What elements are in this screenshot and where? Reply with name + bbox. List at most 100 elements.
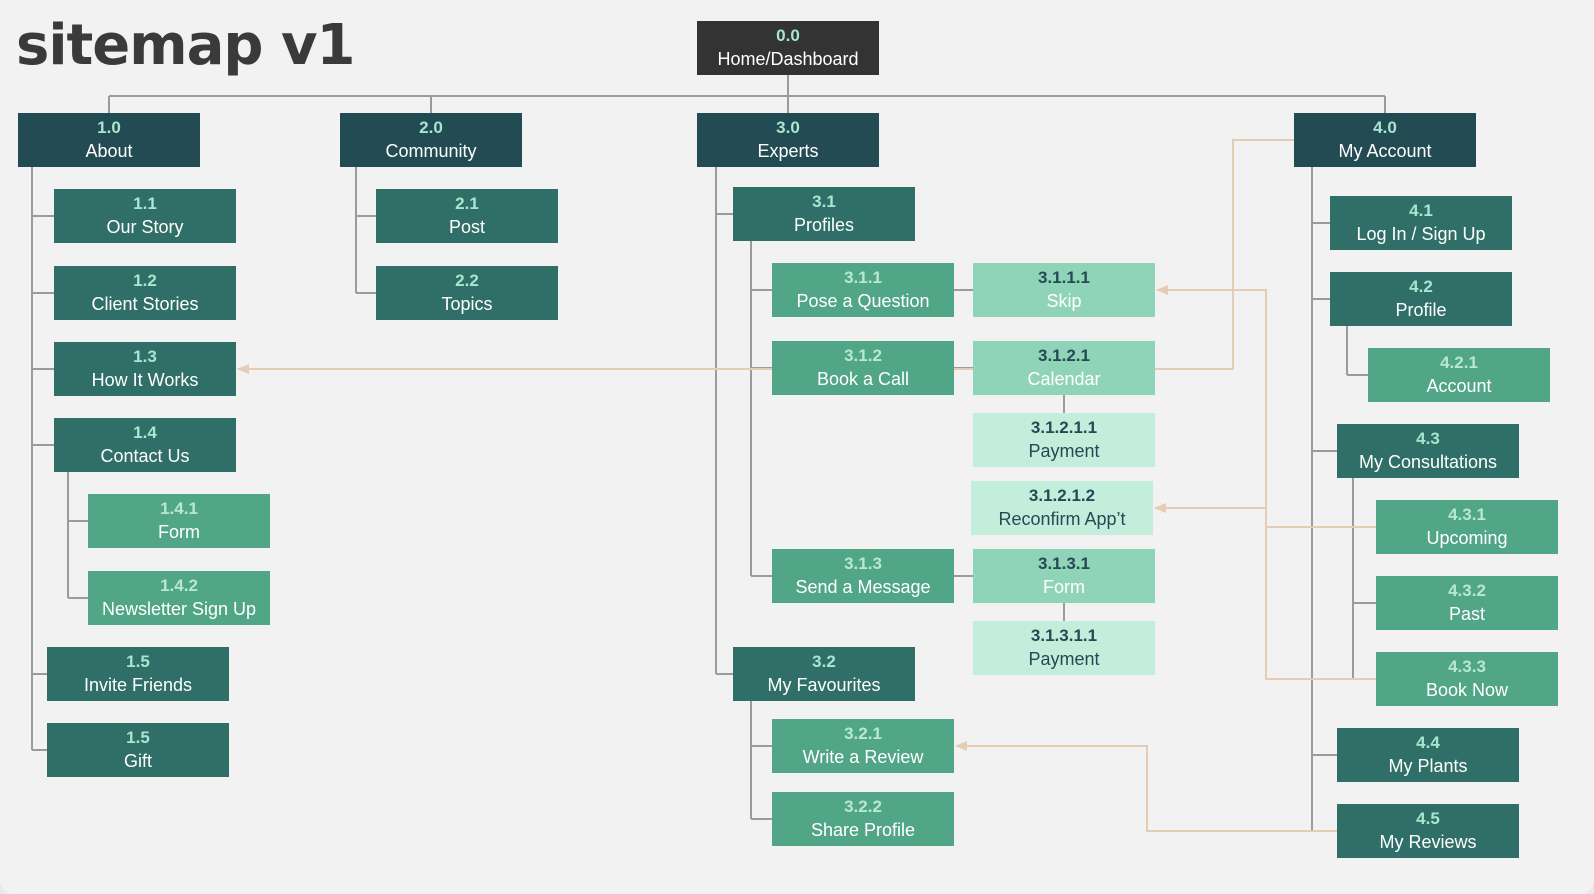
node-label: Log In / Sign Up [1356,224,1486,244]
node-label: Profile [1395,300,1447,320]
node-label: How It Works [91,370,199,390]
node-label: My Favourites [767,675,881,695]
node-number: 1.5 [126,652,150,671]
node-label: Account [1426,376,1492,396]
node-number: 3.2 [812,652,836,671]
node-label: Pose a Question [796,291,930,311]
node-number: 1.3 [133,347,157,366]
node-4-3: 4.3 My Consultations [1337,424,1519,478]
node-number: 3.1 [812,192,836,211]
node-number: 4.1 [1409,201,1433,220]
node-label: Form [1043,577,1085,597]
node-label: Home/Dashboard [717,49,859,69]
node-number: 0.0 [776,26,800,45]
node-label: About [85,141,133,161]
node-number: 3.1.2.1.1 [1030,418,1098,437]
node-number: 4.2 [1409,277,1433,296]
node-label: Contact Us [100,446,190,466]
cross-link-4-3-3-to-3-1-2-1-2 [1154,503,1376,680]
node-number: 4.2.1 [1440,353,1478,372]
node-number: 3.1.3.1.1 [1030,626,1098,645]
node-label: Upcoming [1426,528,1508,548]
node-number: 1.5 [126,728,150,747]
node-label: Book Now [1425,680,1509,700]
node-label: Form [158,522,200,542]
node-number: 3.1.1.1 [1038,268,1090,287]
node-label: Write a Review [802,747,924,767]
node-label: Client Stories [91,294,199,314]
node-label: Share Profile [810,820,916,840]
node-number: 4.3.2 [1448,581,1486,600]
node-3-2: 3.2 My Favourites [733,647,915,701]
node-number: 1.4 [133,423,157,442]
node-label: My Plants [1388,756,1468,776]
node-label: Payment [1028,441,1100,461]
node-number: 4.3.3 [1448,657,1486,676]
node-label: Calendar [1027,369,1101,389]
node-label: Newsletter Sign Up [101,599,257,619]
node-label: Experts [757,141,819,161]
node-label: Reconfirm App’t [998,509,1126,529]
node-number: 2.0 [419,118,443,137]
node-label: Profiles [793,215,855,235]
node-number: 3.1.2 [844,346,882,365]
node-label: Our Story [106,217,184,237]
node-number: 2.2 [455,271,479,290]
node-number: 3.2.1 [844,724,882,743]
node-number: 3.1.2.1.2 [1028,486,1096,505]
tree-lines [31,75,1386,832]
node-label: Send a Message [795,577,931,597]
node-number: 1.4.2 [160,576,198,595]
node-label: Gift [123,751,152,771]
node-label: Post [448,217,486,237]
node-number: 4.0 [1373,118,1397,137]
node-number: 1.0 [97,118,121,137]
node-label: Book a Call [816,369,910,389]
page-title: sitemap v1 [16,13,355,78]
node-number: 1.2 [133,271,157,290]
node-number: 4.3 [1416,429,1440,448]
node-label: Community [385,141,477,161]
node-label: Invite Friends [83,675,193,695]
node-number: 4.3.1 [1448,505,1486,524]
node-label: My Reviews [1379,832,1477,852]
node-label: Topics [441,294,493,314]
node-number: 3.0 [776,118,800,137]
node-label: Past [1448,604,1486,624]
node-number: 3.1.3 [844,554,882,573]
cross-link-lines [237,139,1376,832]
node-label: My Consultations [1358,452,1498,472]
